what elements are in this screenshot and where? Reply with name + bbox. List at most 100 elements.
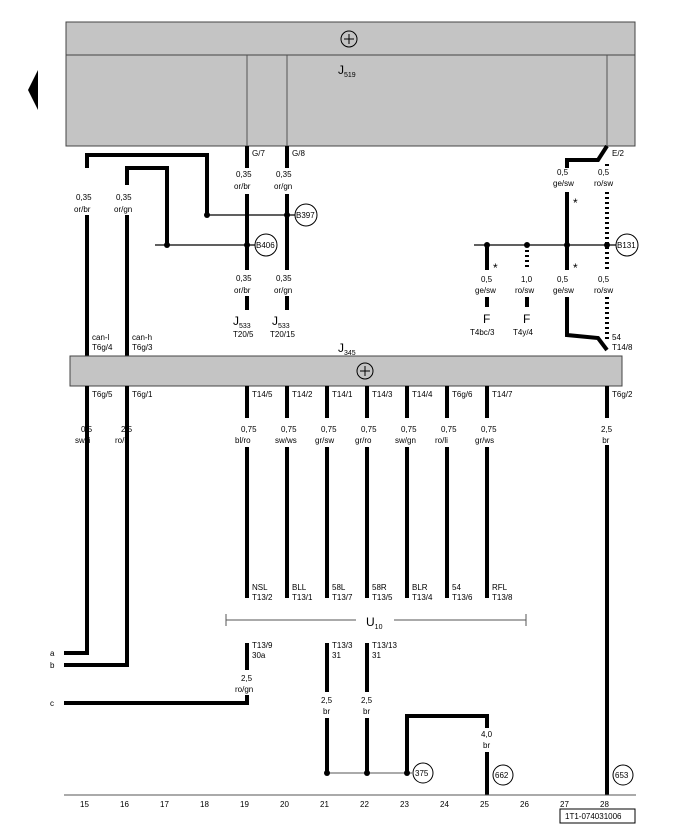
junction-b131-label: B131 [617,241,636,250]
lower-wire-section-7: 0,75 [441,425,457,434]
lower-wire-pin-7: T6g/6 [452,390,473,399]
column-label: 27 [560,800,569,809]
column-label: 15 [80,800,89,809]
ge-sw-top-color: ge/sw [553,179,574,188]
t13-13-color: br [363,707,370,716]
g7-color-2: or/br [234,286,251,295]
g8-section-1: 0,35 [276,170,292,179]
w25-color: br [483,741,490,750]
ground-662 [492,764,514,786]
g8-color-1: or/gn [274,182,292,191]
lower-wire-color-1: ro/li [115,436,128,445]
column-label: 22 [360,800,369,809]
lower-wire-color-0: sw/li [75,436,91,445]
ground-375 [412,762,434,784]
lower-wire-dest-4: T13/7 [332,593,353,602]
u10-t13-9-func: 30a [252,651,266,660]
ground-375-label: 375 [415,769,429,778]
lower-wire-pin-0: T6g/5 [92,390,113,399]
ge-sw-star-bottom: * [573,261,578,275]
doc-id-box [559,808,636,824]
lower-wire-pin-6: T14/4 [412,390,433,399]
lower-wire-func-6: BLR [412,583,428,592]
column-label: 18 [200,800,209,809]
fuse-1-pin: T4bc/3 [470,328,495,337]
doc-id: 1T1-074031006 [565,812,622,821]
pin-e2: E/2 [612,149,625,158]
fuse-1-section: 0,5 [481,275,493,284]
edge-label-a: a [50,649,55,658]
lower-wire-pin-4: T14/1 [332,390,353,399]
junction-b397-label: B397 [296,211,315,220]
fuse-1-label: F [483,312,490,326]
u10-t13-13-func: 31 [372,651,381,660]
fuse-2-pin: T4y/4 [513,328,534,337]
column-label: 17 [160,800,169,809]
module-j519-label: J519 [338,63,356,79]
t13-3-section: 2,5 [321,696,333,705]
fuse-2-color: ro/sw [515,286,534,295]
lower-wire-section-2: 0,75 [241,425,257,434]
control-unit-icon [340,30,358,48]
lower-wire-dest-3: T13/1 [292,593,313,602]
column-label: 23 [400,800,409,809]
column-label: 20 [280,800,289,809]
w25-section: 4,0 [481,730,493,739]
lower-wire-color-2: bl/ro [235,436,251,445]
pin-g8: G/8 [292,149,305,158]
lower-wire-pin-5: T14/3 [372,390,393,399]
lower-wire-section-3: 0,75 [281,425,297,434]
j533-pin-1: T20/5 [233,330,254,339]
lower-wires: T6g/50,5sw/liT6g/12,5ro/liT14/50,75bl/ro… [75,386,633,602]
lower-wire-func-3: BLL [292,583,307,592]
t13-3-color: br [323,707,330,716]
g7-section-2: 0,35 [236,274,252,283]
module-j519 [65,21,636,147]
lower-wire-color-4: gr/sw [315,436,334,445]
column-label: 28 [600,800,609,809]
pin-t14-8: T14/8 [612,343,633,352]
lower-wire-pin-3: T14/2 [292,390,313,399]
module-j345-label: J345 [338,341,356,357]
lower-wire-func-8: RFL [492,583,508,592]
module-j345 [69,355,623,387]
j533-label-1: J533 [233,314,251,330]
lower-wire-pin-2: T14/5 [252,390,273,399]
fuse-1-star: * [493,261,498,275]
w15-pin: T6g/4 [92,343,113,352]
junction-b406 [254,233,278,257]
column-label: 26 [520,800,529,809]
u10-t13-9-pin: T13/9 [252,641,273,650]
column-label: 25 [480,800,489,809]
control-unit-icon-2 [356,362,374,380]
lower-wire-pin-9: T6g/2 [612,390,633,399]
ground-662-label: 662 [495,771,509,780]
column-label: 16 [120,800,129,809]
t13-9-section: 2,5 [241,674,253,683]
w15-section: 0,35 [76,193,92,202]
ro-sw-top-section: 0,5 [598,168,610,177]
lower-wire-dest-5: T13/5 [372,593,393,602]
ge-sw-top-section: 0,5 [557,168,569,177]
lower-wire-func-4: 58L [332,583,346,592]
junction-b406-label: B406 [256,241,275,250]
fuse-2-label: F [523,312,530,326]
w16-pin: T6g/3 [132,343,153,352]
u10-t13-3-pin: T13/3 [332,641,353,650]
g8-color-2: or/gn [274,286,292,295]
fuse-1-color: ge/sw [475,286,496,295]
g8-section-2: 0,35 [276,274,292,283]
w16-color: or/gn [114,205,132,214]
j533-label-2: J533 [272,314,290,330]
ro-sw-top-color: ro/sw [594,179,613,188]
prev-page-arrow-icon[interactable] [28,70,38,110]
edge-label-b: b [50,661,55,670]
lower-wire-section-5: 0,75 [361,425,377,434]
ro-sw-bot-color: ro/sw [594,286,613,295]
junction-b131 [615,233,639,257]
lower-wire-section-6: 0,75 [401,425,417,434]
column-label: 19 [240,800,249,809]
lower-wire-pin-1: T6g/1 [132,390,153,399]
ro-sw-bot-section: 0,5 [598,275,610,284]
pin-54: 54 [612,333,621,342]
